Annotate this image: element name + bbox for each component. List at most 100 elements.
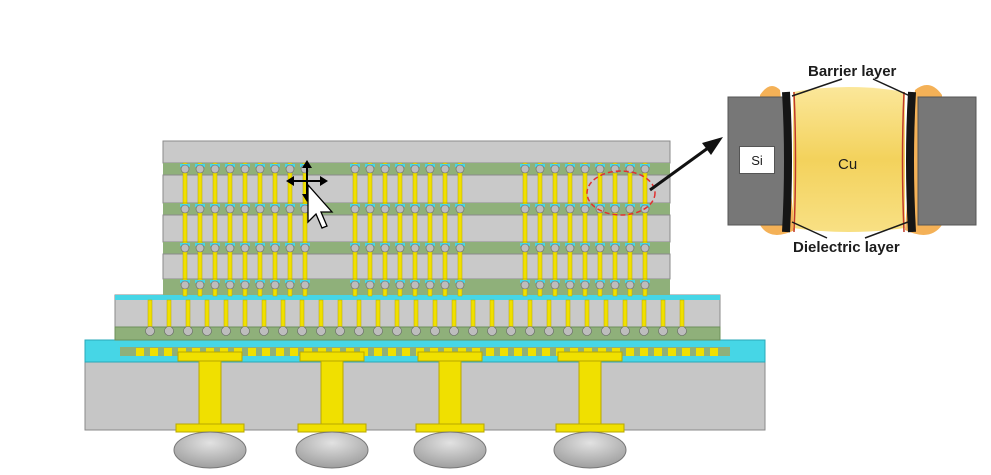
micro-bump	[425, 280, 435, 290]
interposer-bump	[430, 326, 440, 336]
interposer-tsv	[261, 299, 267, 331]
micro-bump	[380, 243, 390, 253]
interposer-bump	[525, 326, 535, 336]
interposer-tsv	[508, 299, 514, 331]
interposer-bump	[582, 326, 592, 336]
micro-bump	[535, 204, 545, 214]
substrate-via	[578, 359, 602, 425]
micro-bump	[425, 204, 435, 214]
ball-bump	[173, 431, 247, 469]
interposer-tsv	[280, 299, 286, 331]
micro-bump	[565, 243, 575, 253]
ball-bump	[553, 431, 627, 469]
micro-bump	[440, 204, 450, 214]
redistribution-pad	[262, 348, 270, 356]
micro-bump	[195, 204, 205, 214]
micro-bump	[565, 280, 575, 290]
micro-bump	[580, 243, 590, 253]
micro-bump	[270, 280, 280, 290]
package-substrate	[84, 339, 766, 431]
interposer-bump	[335, 326, 345, 336]
interposer-tsv	[527, 299, 533, 331]
interposer-bump	[449, 326, 459, 336]
interposer-bump	[373, 326, 383, 336]
micro-bump	[550, 280, 560, 290]
micro-bump	[180, 243, 190, 253]
micro-bump	[225, 243, 235, 253]
micro-bump	[610, 204, 620, 214]
interposer-bump	[240, 326, 250, 336]
dielectric-layer-label: Dielectric layer	[793, 239, 900, 256]
micro-bump	[595, 204, 605, 214]
micro-bump	[395, 243, 405, 253]
micro-bump	[210, 164, 220, 174]
micro-bump	[365, 280, 375, 290]
micro-bump	[580, 204, 590, 214]
micro-bump	[255, 280, 265, 290]
redistribution-pad	[402, 348, 410, 356]
micro-bump	[535, 243, 545, 253]
micro-bump	[455, 164, 465, 174]
interposer-tsv	[565, 299, 571, 331]
micro-bump	[410, 243, 420, 253]
via-cap	[557, 351, 623, 362]
micro-bump	[180, 164, 190, 174]
redistribution-pad	[668, 348, 676, 356]
micro-bump	[395, 164, 405, 174]
micro-bump	[455, 243, 465, 253]
redistribution-pad	[136, 348, 144, 356]
interposer-tsv	[147, 299, 153, 331]
redistribution-pad	[164, 348, 172, 356]
interposer-tsv	[356, 299, 362, 331]
micro-bump	[640, 280, 650, 290]
redistribution-pad	[486, 348, 494, 356]
barrier-layer-label: Barrier layer	[808, 63, 897, 80]
micro-bump	[640, 243, 650, 253]
micro-bump	[240, 204, 250, 214]
interposer-bump	[506, 326, 516, 336]
micro-bump	[270, 243, 280, 253]
micro-bump	[610, 243, 620, 253]
highlight-circle	[586, 170, 656, 216]
interposer-bump	[278, 326, 288, 336]
interposer-bump	[259, 326, 269, 336]
redistribution-pad	[528, 348, 536, 356]
interposer-tsv	[166, 299, 172, 331]
via-base	[175, 423, 245, 433]
micro-bump	[410, 164, 420, 174]
micro-bump	[285, 280, 295, 290]
via-base	[415, 423, 485, 433]
interposer-bump	[468, 326, 478, 336]
micro-bump	[195, 164, 205, 174]
interposer-bump	[620, 326, 630, 336]
interposer-bump	[563, 326, 573, 336]
interposer-bump	[183, 326, 193, 336]
via-cap	[177, 351, 243, 362]
interposer-tsv	[584, 299, 590, 331]
ball-bump	[413, 431, 487, 469]
redistribution-pad	[682, 348, 690, 356]
micro-bump	[535, 164, 545, 174]
interposer-tsv	[451, 299, 457, 331]
micro-bump	[535, 280, 545, 290]
redistribution-pad	[710, 348, 718, 356]
micro-bump	[395, 204, 405, 214]
interposer-tsv	[432, 299, 438, 331]
via-cap	[299, 351, 365, 362]
micro-bump	[225, 164, 235, 174]
micro-bump	[425, 164, 435, 174]
interposer-tsv	[204, 299, 210, 331]
micro-bump	[625, 280, 635, 290]
micro-bump	[240, 164, 250, 174]
micro-bump	[255, 204, 265, 214]
interposer-tsv	[679, 299, 685, 331]
interposer-tsv	[622, 299, 628, 331]
micro-bump	[440, 243, 450, 253]
interposer-tsv	[242, 299, 248, 331]
interposer-bump	[202, 326, 212, 336]
via-cap	[417, 351, 483, 362]
micro-bump	[225, 280, 235, 290]
redistribution-pad	[500, 348, 508, 356]
via-base	[297, 423, 367, 433]
redistribution-pad	[388, 348, 396, 356]
